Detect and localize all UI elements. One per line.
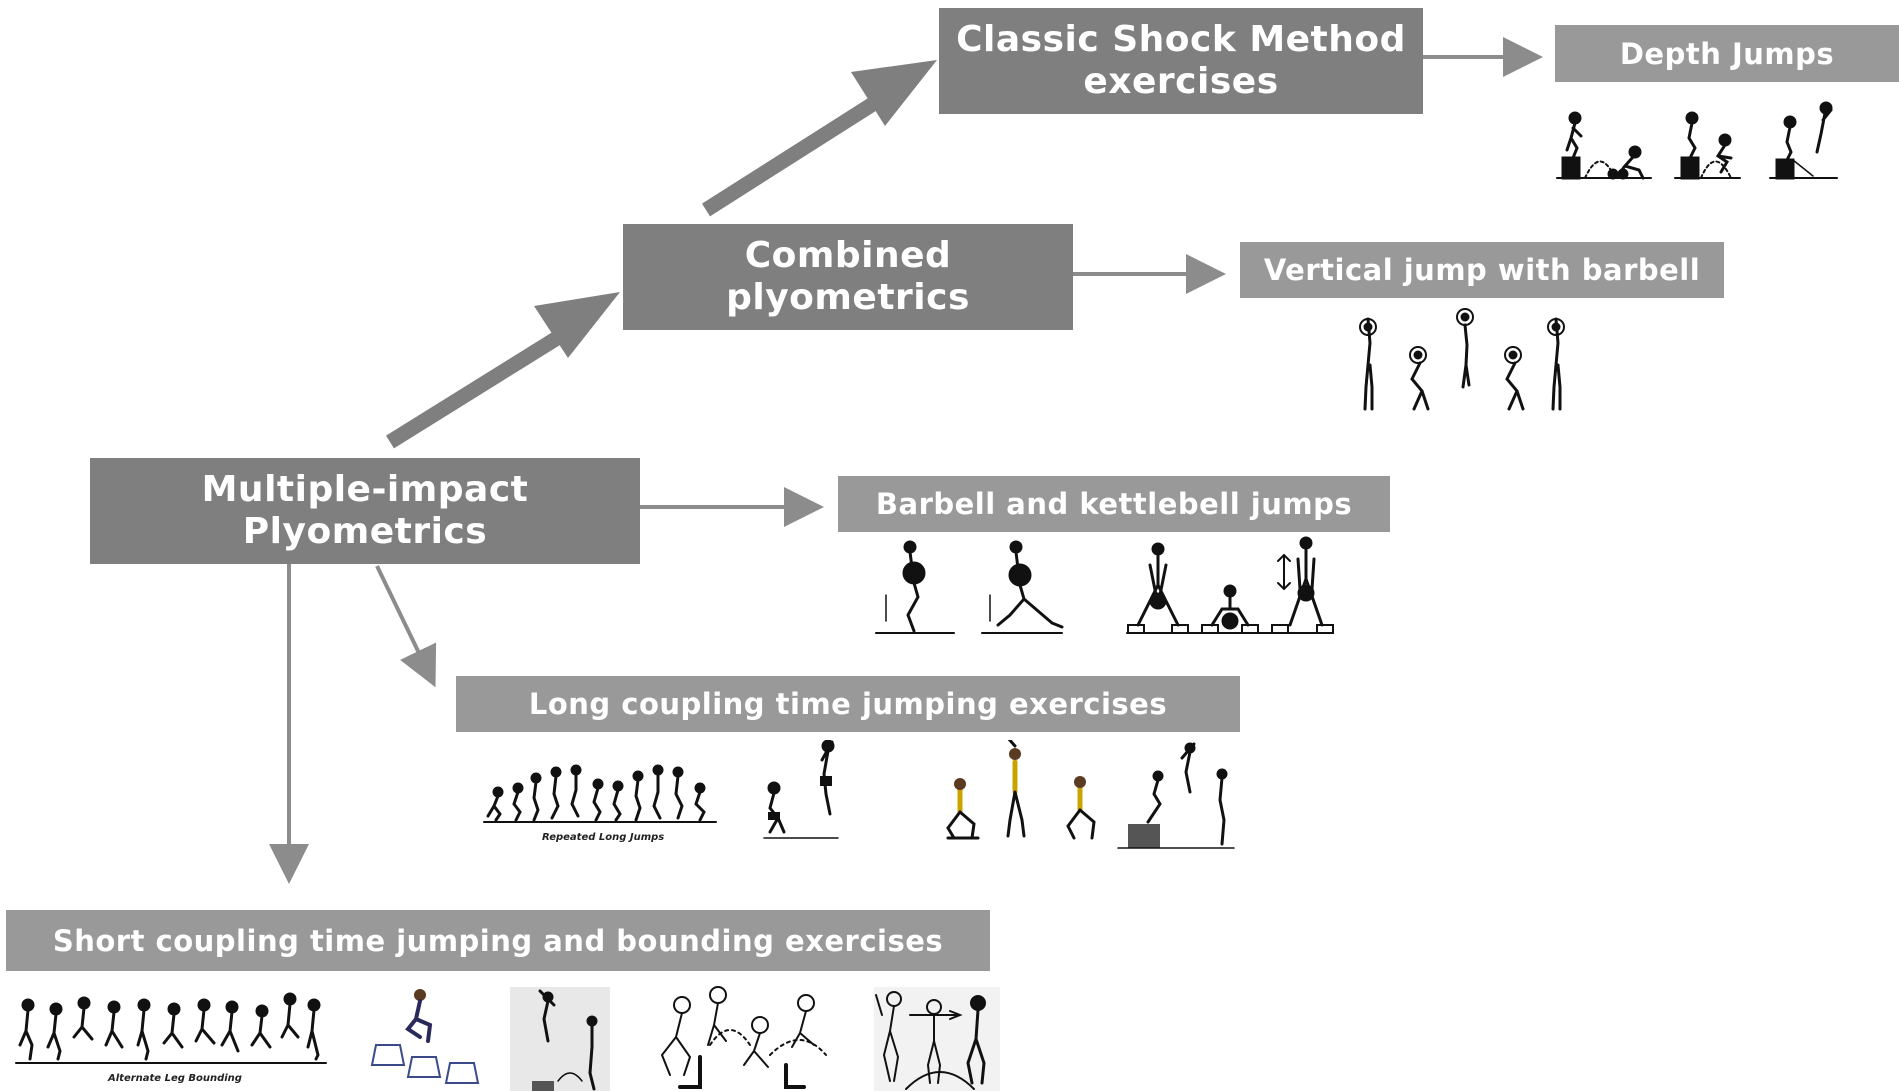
node-vertical-jump-label: Vertical jump with barbell <box>1263 253 1701 287</box>
node-multiple-impact-plyometrics: Multiple-impact Plyometrics <box>90 458 640 564</box>
node-depth-jumps: Depth Jumps <box>1555 25 1899 82</box>
node-multiple-impact-line2: Plyometrics <box>242 511 488 552</box>
node-classic-shock-method: Classic Shock Method exercises <box>939 8 1423 114</box>
long-coupling-illustration <box>483 740 1235 849</box>
caption-alternate-leg-bounding: Alternate Leg Bounding <box>108 1073 242 1084</box>
short-coupling-illustration <box>15 986 1000 1091</box>
barbell-kettlebell-jumps-illustration <box>875 536 1334 634</box>
node-multiple-impact-line1: Multiple-impact <box>201 469 529 510</box>
arrow-multiple-to-combined <box>386 292 620 449</box>
node-short-coupling-label: Short coupling time jumping and bounding… <box>52 923 944 958</box>
node-short-coupling-exercises: Short coupling time jumping and bounding… <box>6 910 990 971</box>
node-classic-shock-line1: Classic Shock Method <box>956 19 1406 60</box>
alternate-leg-bounding-figures <box>18 992 321 1061</box>
node-depth-jumps-label: Depth Jumps <box>1619 36 1835 71</box>
depth-jumps-illustration <box>1556 101 1838 180</box>
arrow-multiple-to-long <box>375 565 437 688</box>
repeated-long-jumps-figures <box>486 764 706 822</box>
node-combined-line1: Combined <box>744 235 952 276</box>
node-combined-line2: plyometrics <box>726 277 970 318</box>
node-vertical-jump-barbell: Vertical jump with barbell <box>1240 242 1724 298</box>
node-barbell-kettlebell-jumps: Barbell and kettlebell jumps <box>838 476 1390 532</box>
node-long-coupling-label: Long coupling time jumping exercises <box>528 687 1168 721</box>
vertical-jump-barbell-illustration <box>1359 308 1565 411</box>
arrow-combined-to-classic <box>701 60 937 217</box>
node-barbell-kettlebell-label: Barbell and kettlebell jumps <box>875 487 1353 521</box>
node-classic-shock-line2: exercises <box>1083 61 1279 102</box>
caption-repeated-long-jumps: Repeated Long Jumps <box>542 832 665 843</box>
node-long-coupling-exercises: Long coupling time jumping exercises <box>456 676 1240 732</box>
node-combined-plyometrics: Combined plyometrics <box>623 224 1073 330</box>
